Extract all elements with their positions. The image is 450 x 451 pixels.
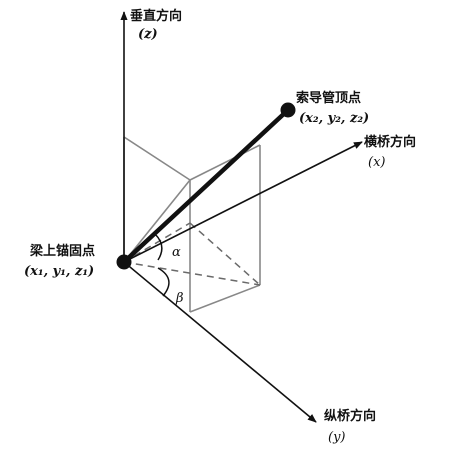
axis-x-line (123, 141, 363, 263)
anchor-point-marker (116, 254, 132, 270)
projection-dashes (123, 222, 261, 286)
box-edge (123, 179, 191, 263)
angle-arcs (154, 233, 170, 297)
box-edge (189, 144, 261, 181)
axis-y-name: 纵桥方向 (324, 408, 376, 424)
axis-y-symbol: (y) (328, 430, 346, 445)
axis-x-symbol: (x) (368, 155, 385, 170)
axis-y-line (123, 261, 317, 423)
box-edge (123, 136, 191, 181)
dashed-line (123, 261, 261, 286)
cable-top-point-coords: (x₂, y₂, z₂) (299, 111, 369, 126)
cable-top-point-name: 索导管顶点 (296, 90, 361, 106)
axes (120, 11, 363, 423)
beta-label: β (175, 291, 184, 306)
anchor-point-name: 梁上锚固点 (29, 243, 95, 259)
box-edge (189, 284, 261, 313)
anchor-point-coords: (x₁, y₁, z₁) (24, 264, 94, 279)
axis-z-name: 垂直方向 (130, 8, 182, 24)
dashed-line (123, 222, 191, 263)
cable-line (121, 107, 291, 265)
dashed-line (189, 222, 261, 286)
axis-z-symbol: (z) (138, 27, 158, 42)
beta-arc (157, 267, 170, 297)
cable-top-point-marker (280, 102, 296, 118)
alpha-label: α (172, 245, 181, 260)
axis-x-name: 横桥方向 (364, 134, 416, 150)
alpha-arc (154, 233, 163, 261)
